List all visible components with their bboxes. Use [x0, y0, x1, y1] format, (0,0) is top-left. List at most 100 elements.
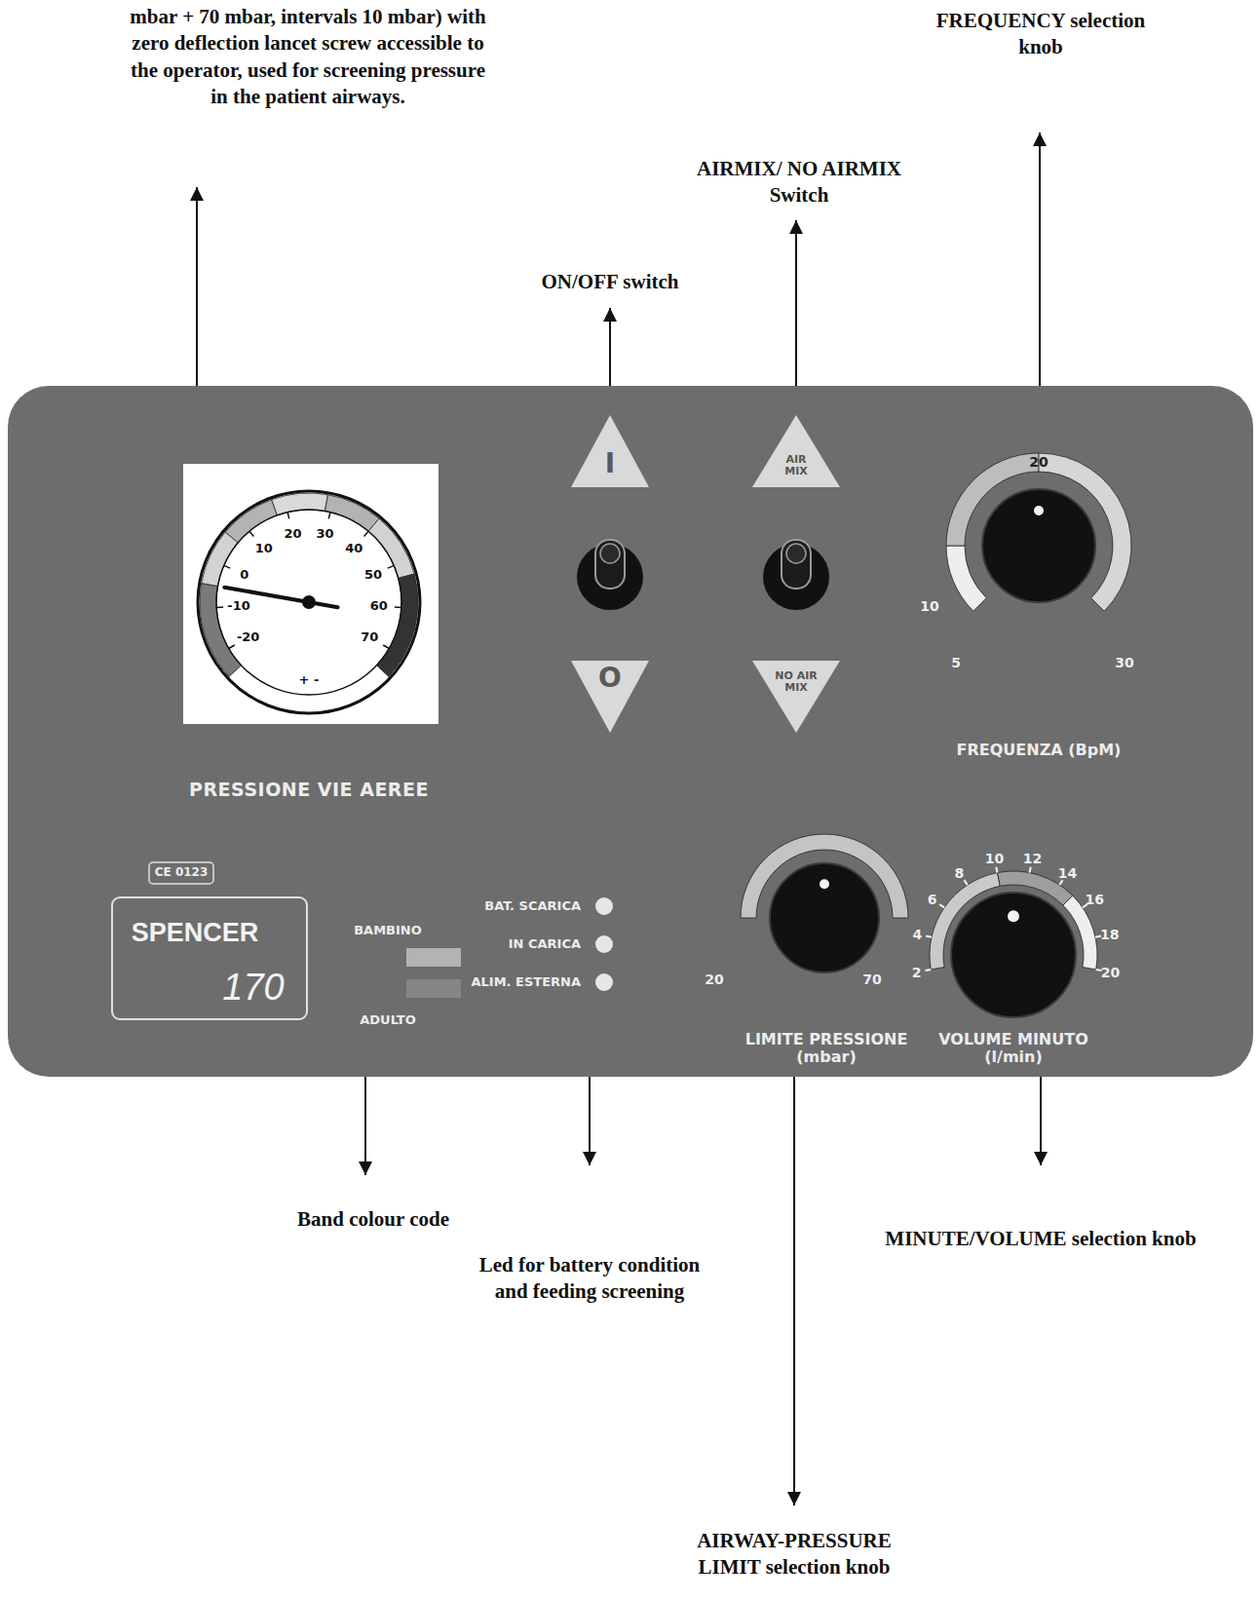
- status-led: [595, 935, 613, 954]
- panel-text: 20: [704, 971, 724, 988]
- scale-tick: [963, 879, 967, 885]
- panel-text: LIMITE PRESSIONE (mbar): [743, 1030, 910, 1068]
- knob-pointer: [1007, 910, 1020, 922]
- switch-triangle-up: [571, 415, 649, 488]
- knob: [951, 892, 1076, 1018]
- scale-tick: [364, 531, 369, 536]
- leader-arrow: [793, 1076, 796, 1506]
- scale-tick: [216, 606, 224, 609]
- panel-text: 170: [222, 966, 284, 1010]
- panel-text: 40: [343, 540, 364, 556]
- leader-arrow: [588, 1076, 591, 1166]
- control-panel: 10203040050-1060-2070+ -IAIR MIX2010530F…: [7, 385, 1254, 1077]
- scale-tick: [924, 969, 931, 971]
- leader-arrow: [795, 220, 798, 386]
- panel-text: 70: [359, 630, 380, 646]
- scale-tick: [249, 531, 254, 536]
- logo-box: [112, 897, 307, 1020]
- panel-text: 60: [369, 599, 389, 614]
- panel-text: 20: [282, 526, 303, 541]
- gauge-band: [271, 493, 329, 516]
- panel-text: BAT. SCARICA: [484, 899, 581, 915]
- panel-text: 10: [254, 540, 274, 556]
- panel-text: 12: [1023, 850, 1042, 867]
- callout-label: FREQUENCY selection knob: [914, 7, 1168, 62]
- callout-label: mbar + 70 mbar, intervals 10 mbar) with …: [122, 3, 494, 111]
- knob: [982, 489, 1096, 603]
- frequency-scale: [946, 545, 987, 611]
- panel-text: ADULTO: [359, 1013, 416, 1029]
- panel-text: VOLUME MINUTO (l/min): [930, 1030, 1097, 1068]
- panel-text: 70: [862, 971, 881, 988]
- scale-tick: [925, 936, 932, 938]
- callout-label: AIRWAY-PRESSURE LIMIT selection knob: [682, 1527, 907, 1582]
- switch-triangle-down: [752, 660, 840, 733]
- scale-tick: [224, 565, 230, 569]
- leader-arrow: [364, 1076, 367, 1176]
- panel-text: ALIM. ESTERNA: [470, 975, 581, 991]
- panel-text: 10: [985, 850, 1004, 867]
- panel-text: 50: [363, 567, 383, 582]
- panel-text: SPENCER: [131, 917, 260, 949]
- panel-text: FREQUENZA (BpM): [955, 741, 1122, 760]
- callout-label: AIRMIX/ NO AIRMIX Switch: [691, 155, 907, 210]
- callout-label: Band colour code: [266, 1206, 481, 1233]
- leader-arrow: [1039, 1076, 1042, 1166]
- panel-text: PRESSIONE VIE AEREE: [189, 779, 429, 802]
- switch-triangle-down: [571, 660, 649, 733]
- panel-text: 14: [1058, 865, 1077, 881]
- callout-label: MINUTE/VOLUME selection knob: [879, 1225, 1202, 1253]
- gauge-band: [225, 499, 277, 543]
- gauge-bezel: [197, 491, 420, 714]
- scale-tick: [394, 606, 402, 609]
- panel-text: 18: [1100, 926, 1119, 943]
- switch-triangle-up: [752, 415, 840, 488]
- panel-text: 16: [1085, 891, 1105, 908]
- panel-text: 20: [1101, 963, 1120, 980]
- gauge-band: [376, 573, 419, 677]
- callout-label: ON/OFF switch: [512, 268, 708, 296]
- scale-tick: [939, 904, 945, 908]
- leader-arrow: [1038, 132, 1041, 386]
- leader-arrow: [609, 307, 611, 386]
- panel-text: I: [605, 448, 615, 480]
- scale-tick: [1059, 879, 1063, 885]
- scale-tick: [1030, 867, 1031, 874]
- panel-text: AIR MIX: [774, 454, 818, 477]
- scale-tick: [228, 645, 235, 649]
- panel-text: 5: [951, 654, 961, 671]
- panel-text: 6: [927, 891, 938, 908]
- callout-label: Led for battery condition and feeding sc…: [472, 1252, 707, 1306]
- band-swatch: [406, 979, 461, 998]
- panel-text: 0: [238, 567, 250, 582]
- panel-text: 2: [912, 963, 922, 980]
- panel-text: 8: [954, 865, 965, 881]
- panel-text: 10: [919, 598, 939, 614]
- band-swatch: [406, 948, 461, 967]
- panel-text: 30: [1114, 654, 1134, 671]
- panel-text: + -: [298, 673, 321, 688]
- toggle-lever: [595, 539, 625, 589]
- knob-pointer: [819, 878, 830, 889]
- panel-text: 30: [315, 526, 336, 541]
- gauge-face: [183, 463, 439, 725]
- toggle-tip: [600, 543, 620, 564]
- panel-artwork: [7, 385, 1254, 1077]
- scale-tick: [382, 645, 389, 649]
- panel-text: IN CARICA: [508, 937, 581, 953]
- needle-hub: [302, 595, 316, 610]
- scale-tick: [995, 867, 997, 874]
- toggle-lever: [781, 539, 811, 589]
- toggle-tip: [786, 543, 806, 564]
- panel-text: O: [598, 662, 622, 694]
- panel-text: CE 0123: [154, 866, 209, 880]
- status-led: [595, 897, 613, 916]
- ce-mark-box: [149, 862, 214, 884]
- panel-text: -20: [235, 630, 262, 646]
- scale-tick: [287, 512, 290, 520]
- leader-arrow: [195, 187, 198, 386]
- knob: [769, 863, 879, 973]
- knob-pointer: [1033, 505, 1044, 516]
- panel-text: 4: [912, 926, 922, 943]
- scale-tick: [328, 512, 331, 520]
